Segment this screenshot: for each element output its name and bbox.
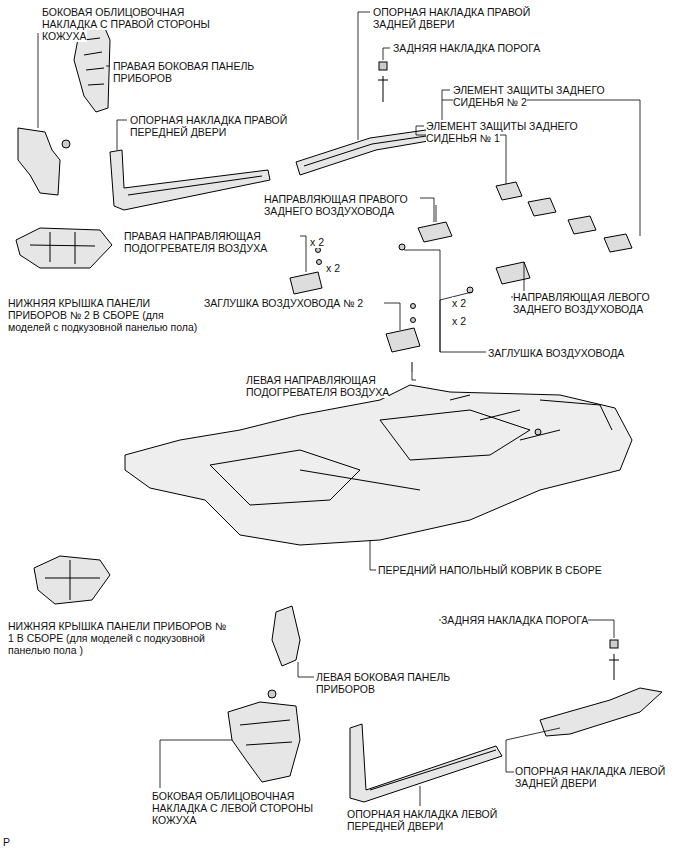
part-label: ПРАВАЯ НАПРАВЛЯЮЩАЯ ПОДОГРЕВАТЕЛЯ ВОЗДУХ… (124, 230, 302, 254)
part-label: ОПОРНАЯ НАКЛАДКА ЛЕВОЙ ЗАДНЕЙ ДВЕРИ (515, 765, 683, 789)
part-label-text: ОПОРНАЯ НАКЛАДКА ЛЕВОЙ ЗАДНЕЙ ДВЕРИ (515, 765, 665, 789)
part-label-text: ПЕРЕДНИЙ НАПОЛЬНЫЙ КОВРИК В СБОРЕ (378, 564, 602, 576)
part-label: ЭЛЕМЕНТ ЗАЩИТЫ ЗАДНЕГО СИДЕНЬЯ № 1 (426, 120, 616, 144)
part-label-text: НАПРАВЛЯЮЩАЯ ПРАВОГО ЗАДНЕГО ВОЗДУХОВОДА (264, 193, 408, 217)
part-label: ЗАГЛУШКА ВОЗДУХОВОДА (488, 347, 638, 359)
part-label-text: x 2 (326, 262, 340, 274)
part-label: ЛЕВАЯ НАПРАВЛЯЮЩАЯ ПОДОГРЕВАТЕЛЯ ВОЗДУХА (246, 374, 416, 398)
part-label: ЛЕВАЯ БОКОВАЯ ПАНЕЛЬ ПРИБОРОВ (316, 671, 466, 695)
part-label-text: ОПОРНАЯ НАКЛАДКА ЛЕВОЙ ПЕРЕДНЕЙ ДВЕРИ (347, 808, 497, 832)
part-label: НИЖНЯЯ КРЫШКА ПАНЕЛИ ПРИБОРОВ № 2 В СБОР… (8, 297, 208, 333)
part-label-text: ЗАГЛУШКА ВОЗДУХОВОДА № 2 (204, 297, 363, 309)
part-label: x 2 (310, 236, 340, 248)
part-label-text: БОКОВАЯ ОБЛИЦОВОЧНАЯ НАКЛАДКА С ЛЕВОЙ СТ… (152, 790, 313, 826)
part-label: ОПОРНАЯ НАКЛАДКА ПРАВОЙ ПЕРЕДНЕЙ ДВЕРИ (130, 114, 310, 138)
part-label-text: НИЖНЯЯ КРЫШКА ПАНЕЛИ ПРИБОРОВ № 1 В СБОР… (8, 620, 226, 656)
part-label-text: x 2 (452, 315, 466, 327)
part-label-text: НАПРАВЛЯЮЩАЯ ЛЕВОГО ЗАДНЕГО ВОЗДУХОВОДА (513, 291, 650, 315)
part-label: x 2 (452, 315, 482, 327)
part-label-text: НИЖНЯЯ КРЫШКА ПАНЕЛИ ПРИБОРОВ № 2 В СБОР… (8, 297, 197, 333)
part-label: P (3, 836, 23, 848)
part-label-text: ЛЕВАЯ БОКОВАЯ ПАНЕЛЬ ПРИБОРОВ (316, 671, 450, 695)
part-label-text: ЛЕВАЯ НАПРАВЛЯЮЩАЯ ПОДОГРЕВАТЕЛЯ ВОЗДУХА (246, 374, 389, 398)
part-label-text: x 2 (452, 297, 466, 309)
part-label-text: ЗАДНЯЯ НАКЛАДКА ПОРОГА (441, 614, 588, 626)
part-label-text: ЗАГЛУШКА ВОЗДУХОВОДА (488, 347, 624, 359)
part-label: ПРАВАЯ БОКОВАЯ ПАНЕЛЬ ПРИБОРОВ (113, 60, 273, 84)
part-label: БОКОВАЯ ОБЛИЦОВОЧНАЯ НАКЛАДКА С ПРАВОЙ С… (42, 6, 238, 42)
part-label: НАПРАВЛЯЮЩАЯ ПРАВОГО ЗАДНЕГО ВОЗДУХОВОДА (264, 193, 434, 217)
part-label-text: ЭЛЕМЕНТ ЗАЩИТЫ ЗАДНЕГО СИДЕНЬЯ № 1 (426, 120, 578, 144)
part-label: ЗАДНЯЯ НАКЛАДКА ПОРОГА (393, 42, 563, 54)
part-label-text: ЭЛЕМЕНТ ЗАЩИТЫ ЗАДНЕГО СИДЕНЬЯ № 2 (453, 84, 605, 108)
part-label: ЗАГЛУШКА ВОЗДУХОВОДА № 2 (204, 297, 384, 309)
part-label: ПЕРЕДНИЙ НАПОЛЬНЫЙ КОВРИК В СБОРЕ (378, 564, 628, 576)
part-label: ОПОРНАЯ НАКЛАДКА ПРАВОЙ ЗАДНЕЙ ДВЕРИ (373, 6, 563, 30)
part-label-text: ОПОРНАЯ НАКЛАДКА ПРАВОЙ ЗАДНЕЙ ДВЕРИ (373, 6, 530, 30)
part-label-text: ЗАДНЯЯ НАКЛАДКА ПОРОГА (393, 42, 540, 54)
part-label: БОКОВАЯ ОБЛИЦОВОЧНАЯ НАКЛАДКА С ЛЕВОЙ СТ… (152, 790, 348, 826)
part-label-text: ОПОРНАЯ НАКЛАДКА ПРАВОЙ ПЕРЕДНЕЙ ДВЕРИ (130, 114, 287, 138)
part-label: x 2 (326, 262, 356, 274)
part-label-text: ПРАВАЯ НАПРАВЛЯЮЩАЯ ПОДОГРЕВАТЕЛЯ ВОЗДУХ… (124, 230, 267, 254)
part-label: НАПРАВЛЯЮЩАЯ ЛЕВОГО ЗАДНЕГО ВОЗДУХОВОДА (513, 291, 681, 315)
part-label-text: ПРАВАЯ БОКОВАЯ ПАНЕЛЬ ПРИБОРОВ (113, 60, 254, 84)
part-label-text: P (3, 836, 10, 848)
part-label: НИЖНЯЯ КРЫШКА ПАНЕЛИ ПРИБОРОВ № 1 В СБОР… (8, 620, 228, 656)
part-label-text: БОКОВАЯ ОБЛИЦОВОЧНАЯ НАКЛАДКА С ПРАВОЙ С… (42, 6, 210, 42)
part-label: ЭЛЕМЕНТ ЗАЩИТЫ ЗАДНЕГО СИДЕНЬЯ № 2 (453, 84, 643, 108)
part-label: ОПОРНАЯ НАКЛАДКА ЛЕВОЙ ПЕРЕДНЕЙ ДВЕРИ (347, 808, 527, 832)
part-label: x 2 (452, 297, 482, 309)
part-label: ЗАДНЯЯ НАКЛАДКА ПОРОГА (441, 614, 616, 626)
part-label-text: x 2 (310, 236, 324, 248)
